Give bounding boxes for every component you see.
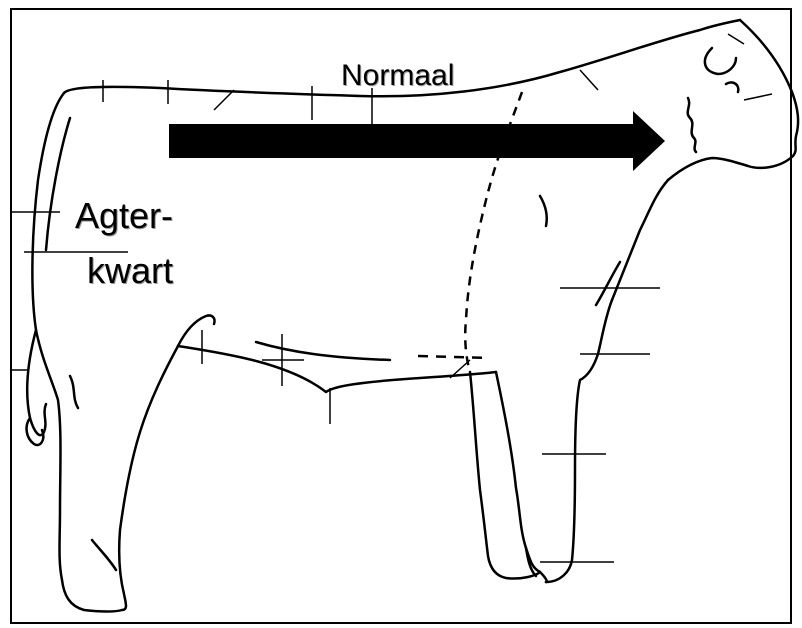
cow-chest-line xyxy=(596,262,620,305)
tick-mark xyxy=(728,34,744,44)
region-label-line2: kwart xyxy=(83,253,177,289)
cow-front-leg-back xyxy=(496,372,547,582)
region-label-line1: Agter- xyxy=(71,198,177,234)
cow-front-leg-inner xyxy=(470,372,540,579)
cow-ear xyxy=(705,48,736,74)
cow-hind-leg-back xyxy=(32,93,122,612)
cow-flank xyxy=(178,315,215,346)
cow-belly-fold xyxy=(256,342,390,360)
direction-label: Normaal xyxy=(341,61,454,91)
cow-hock xyxy=(46,118,70,250)
cow-eye xyxy=(726,82,738,92)
belly-dash xyxy=(418,356,490,358)
cow-tail-tip xyxy=(70,376,78,408)
tick-mark xyxy=(92,540,108,558)
cow-hind-leg-front xyxy=(119,346,178,610)
cow-shoulder-curve xyxy=(540,196,547,226)
tick-mark xyxy=(580,70,598,90)
cow-brisket xyxy=(546,300,612,582)
frame-border xyxy=(11,9,791,623)
tick-mark xyxy=(214,90,234,110)
direction-arrow xyxy=(169,111,665,171)
cow-jaw-curl xyxy=(688,98,696,152)
cow-throat xyxy=(612,180,668,300)
cow-belly xyxy=(178,346,496,392)
tick-mark xyxy=(744,94,772,100)
